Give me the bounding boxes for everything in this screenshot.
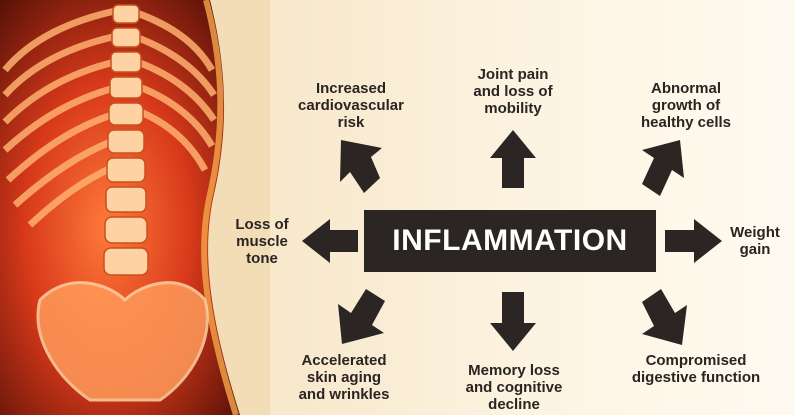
arrow-down-right [642, 289, 687, 345]
arrow-left [302, 219, 358, 263]
arrow-right [665, 219, 722, 263]
label-digestive: Compromised digestive function [631, 352, 761, 386]
arrow-up-left [340, 140, 382, 193]
arrow-down [490, 292, 536, 351]
inflammation-box: INFLAMMATION [364, 210, 656, 272]
label-weight-gain: Weight gain [730, 224, 780, 258]
label-skin-aging: Accelerated skin aging and wrinkles [298, 352, 390, 403]
arrow-up [490, 130, 536, 188]
label-cardiovascular: Increased cardiovascular risk [298, 80, 404, 131]
label-joint-pain: Joint pain and loss of mobility [473, 66, 553, 117]
spine-illustration [0, 0, 270, 415]
inflammation-title: INFLAMMATION [392, 224, 628, 257]
label-muscle-tone: Loss of muscle tone [235, 216, 289, 267]
label-memory-loss: Memory loss and cognitive decline [465, 362, 563, 413]
label-abnormal-growth: Abnormal growth of healthy cells [640, 80, 732, 131]
arrow-down-left [338, 289, 385, 344]
arrow-up-right [642, 140, 684, 196]
